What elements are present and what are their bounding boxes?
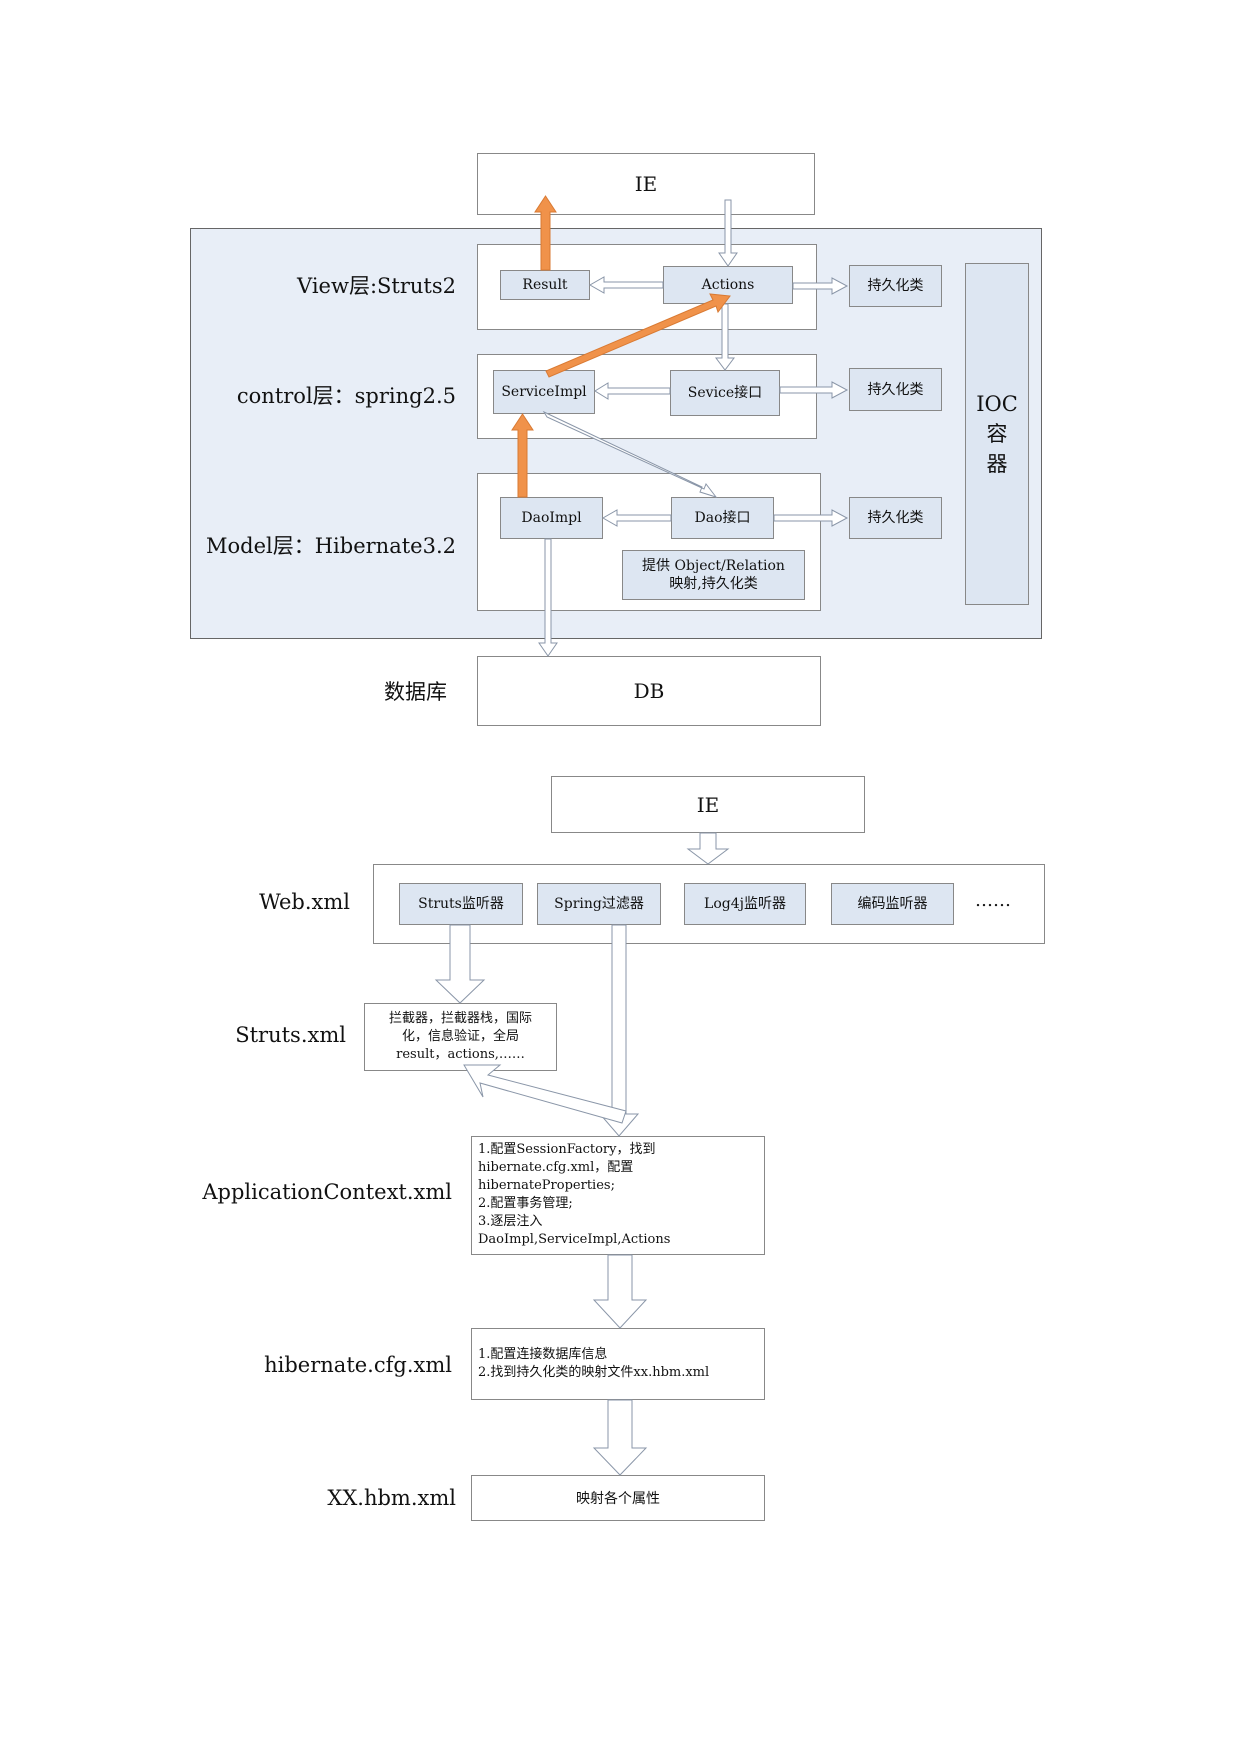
- ioc-line-3: 器: [986, 452, 1008, 476]
- arrow-actions-to-result: [588, 276, 664, 294]
- persist-class-node-2: 持久化类: [849, 368, 942, 411]
- arrow-dao-to-impl: [601, 509, 672, 527]
- appctx-line-1: 1.配置SessionFactory，找到: [478, 1142, 656, 1157]
- ie-label-bottom: IE: [696, 792, 720, 817]
- view-layer-label: View层:Struts2: [297, 274, 456, 298]
- orange-arrow-result-to-ie: [534, 195, 557, 271]
- db-box: DB: [477, 656, 821, 726]
- arrow-struts-listener-to-struts-xml: [434, 924, 486, 1004]
- service-impl-node: ServiceImpl: [493, 370, 595, 414]
- arrow-service-to-impl: [594, 382, 671, 400]
- spring-filter-node: Spring过滤器: [537, 883, 661, 925]
- hibernate-cfg-label: hibernate.cfg.xml: [264, 1353, 452, 1377]
- arrow-impl-to-dao: [542, 410, 718, 498]
- ioc-container: IOC 容 器: [965, 263, 1029, 605]
- hibernate-cfg-line-2: 2.找到持久化类的映射文件xx.hbm.xml: [478, 1365, 710, 1380]
- arrow-actions-to-service: [715, 303, 735, 371]
- ioc-line-2: 容: [986, 422, 1008, 446]
- ie-box-top: IE: [477, 153, 815, 215]
- appctx-xml-label: ApplicationContext.xml: [202, 1180, 452, 1204]
- db-label: DB: [633, 679, 665, 703]
- hibernate-cfg-line-1: 1.配置连接数据库信息: [478, 1347, 608, 1362]
- appctx-line-5: 3.逐层注入: [478, 1214, 543, 1229]
- orm-note: 提供 Object/Relation 映射,持久化类: [622, 550, 805, 600]
- appctx-xml-box: 1.配置SessionFactory，找到 hibernate.cfg.xml，…: [471, 1136, 765, 1255]
- arrow-appctx-to-hibernate: [592, 1254, 648, 1329]
- struts-listener-node: Struts监听器: [399, 883, 523, 925]
- dao-impl-node: DaoImpl: [500, 497, 603, 539]
- orm-note-line-2: 映射,持久化类: [669, 576, 758, 592]
- web-xml-label: Web.xml: [259, 890, 350, 914]
- arrow-actions-to-persist1: [792, 277, 849, 295]
- arrow-spring-filter-to-appctx: [598, 924, 640, 1137]
- model-layer-label: Model层：Hibernate3.2: [206, 534, 456, 558]
- arrow-ie-to-web: [686, 832, 730, 865]
- arrow-service-to-persist2: [779, 381, 849, 399]
- hbm-xml-label: XX.hbm.xml: [327, 1486, 456, 1510]
- appctx-line-2: hibernate.cfg.xml，配置: [478, 1160, 634, 1175]
- hbm-xml-text: 映射各个属性: [576, 1491, 660, 1507]
- struts-xml-line-3: result，actions,……: [396, 1047, 525, 1062]
- result-node: Result: [500, 270, 590, 300]
- encoding-listener-node: 编码监听器: [831, 883, 954, 925]
- arrow-hibernate-to-hbm: [592, 1399, 648, 1476]
- ie-box-bottom: IE: [551, 776, 865, 833]
- struts-xml-line-1: 拦截器，拦截器栈，国际: [388, 1011, 532, 1026]
- dao-interface-node: Dao接口: [671, 497, 774, 539]
- appctx-line-4: 2.配置事务管理;: [478, 1196, 573, 1211]
- struts-xml-line-2: 化，信息验证，全局: [401, 1029, 519, 1044]
- orange-arrow-impl-to-actions: [545, 293, 731, 378]
- struts-xml-box: 拦截器，拦截器栈，国际 化，信息验证，全局 result，actions,……: [364, 1003, 557, 1071]
- persist-class-node-1: 持久化类: [849, 265, 942, 307]
- control-layer-label: control层：spring2.5: [236, 384, 456, 408]
- service-interface-node: Sevice接口: [670, 370, 780, 416]
- ie-label-top: IE: [634, 172, 658, 196]
- orm-note-line-1: 提供 Object/Relation: [642, 558, 785, 574]
- log4j-listener-node: Log4j监听器: [684, 883, 806, 925]
- struts-xml-label: Struts.xml: [235, 1023, 346, 1047]
- arrow-appctx-to-struts-xml: [463, 1064, 627, 1124]
- arrow-dao-to-persist3: [773, 509, 849, 527]
- appctx-line-6: DaoImpl,ServiceImpl,Actions: [478, 1232, 671, 1247]
- hbm-xml-box: 映射各个属性: [471, 1475, 765, 1521]
- arrow-ie-to-actions: [718, 199, 738, 267]
- appctx-line-3: hibernateProperties;: [478, 1178, 615, 1193]
- arrow-daoimpl-to-db: [538, 538, 558, 657]
- orange-arrow-dao-to-impl: [511, 413, 534, 498]
- more-items-ellipsis: ……: [975, 890, 1011, 911]
- ioc-line-1: IOC: [976, 392, 1018, 416]
- database-label: 数据库: [384, 680, 447, 704]
- persist-class-node-3: 持久化类: [849, 497, 942, 539]
